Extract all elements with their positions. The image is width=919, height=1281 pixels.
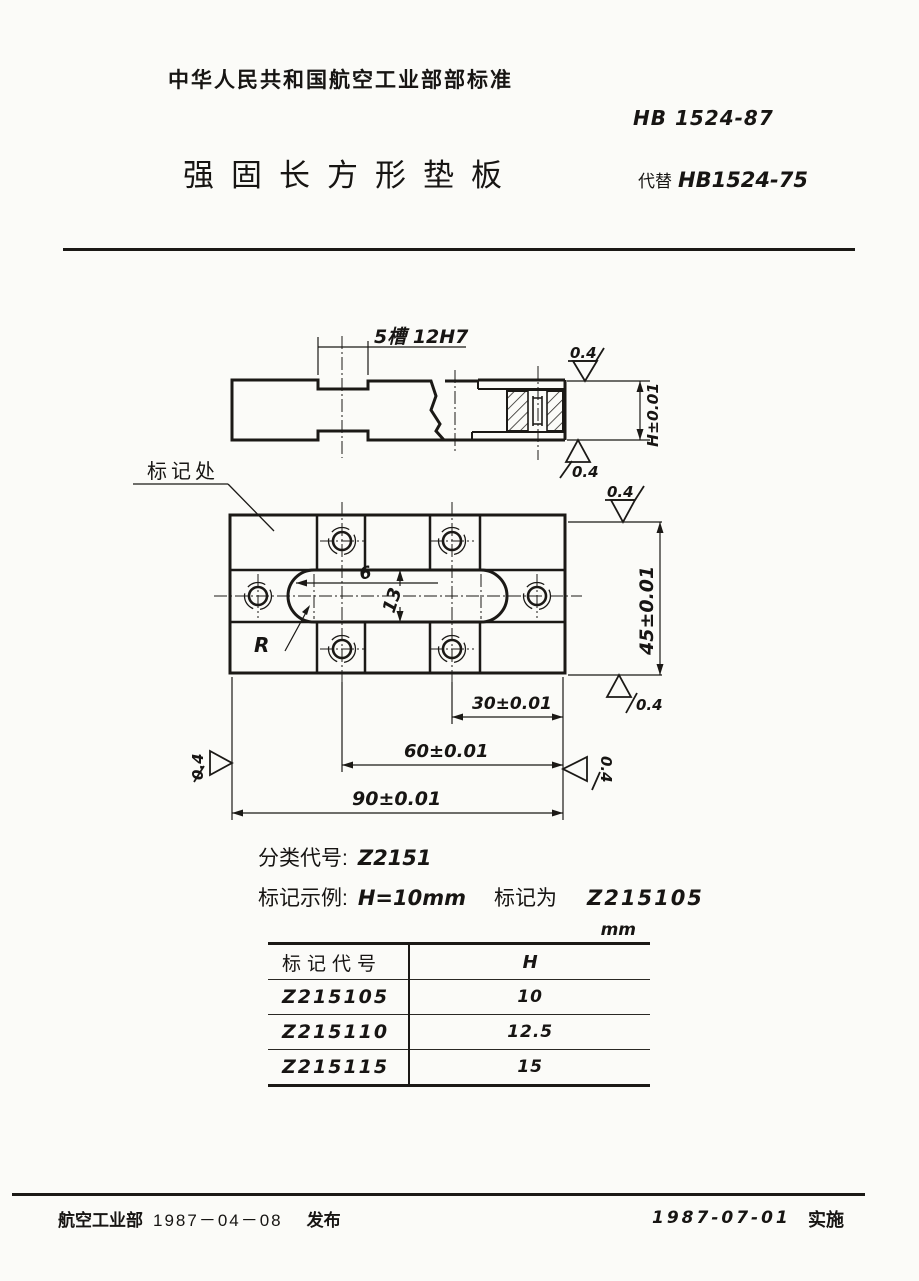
footer-divider <box>12 1193 865 1196</box>
finish-value-plan-right: 0.4 <box>597 756 615 783</box>
size-table: 标记代号 H Z215105 10 Z215110 12.5 Z215115 1… <box>268 942 650 1087</box>
side-view-strips <box>471 380 565 440</box>
radius-label: R <box>254 633 269 657</box>
column-header-code: 标记代号 <box>282 953 383 975</box>
ministry-standard-heading: 中华人民共和国航空工业部部标准 <box>168 69 513 92</box>
slot-height-dim <box>396 570 404 622</box>
example-code: Z215105 <box>587 886 704 910</box>
classification-label: 分类代号: <box>258 847 348 870</box>
plan-view <box>133 483 664 820</box>
marking-example-note: 标记示例: H=10mm 标记为 Z215105 <box>258 882 704 912</box>
break-line <box>430 380 445 441</box>
side-view-centerlines <box>341 336 539 460</box>
slot-label: 5槽 12H7 <box>374 326 469 348</box>
radius-leader <box>284 605 310 652</box>
plan-centerlines <box>214 502 582 688</box>
row-code: Z215105 <box>282 986 390 1008</box>
dim-90-label: 90±0.01 <box>352 788 441 810</box>
dim-30-label: 30±0.01 <box>472 694 552 714</box>
side-view-right-outline <box>444 378 567 442</box>
finish-value-plan-left: 0.4 <box>189 753 207 780</box>
finish-value-side-top: 0.4 <box>570 344 597 362</box>
example-condition: H=10mm <box>357 886 467 910</box>
replaces-number: HB1524-75 <box>678 168 808 192</box>
bottom-dimensions <box>231 677 564 820</box>
marking-label: 标记处 <box>147 460 219 483</box>
table-header-row: 标记代号 H <box>268 943 650 980</box>
slot-width-leader <box>296 579 438 587</box>
dim-13-label: 13 <box>379 585 407 615</box>
footer-issue-info: 航空工业部 1987－04－08 发布 <box>58 1206 341 1231</box>
dim-60-label: 60±0.01 <box>404 741 489 762</box>
marking-spot-leader <box>133 483 275 532</box>
row-h-value: 12.5 <box>507 1022 554 1042</box>
dim-h-label: H±0.01 <box>644 383 662 447</box>
finish-mark-plan-top <box>605 485 645 524</box>
classification-note: 分类代号: Z2151 <box>258 842 432 872</box>
footer-issuer: 航空工业部 <box>58 1211 143 1230</box>
band-lines <box>230 515 565 673</box>
h-dimension <box>567 380 650 441</box>
center-slot-obround <box>286 568 509 624</box>
finish-mark-plan-left <box>193 749 234 783</box>
size-table-container: mm 标记代号 H Z215105 10 Z215110 12.5 Z21511… <box>268 920 650 1087</box>
footer-implementation-label: 实施 <box>808 1210 844 1230</box>
dim-6-label: 6 <box>358 563 374 585</box>
row-h-value: 10 <box>517 987 543 1007</box>
dim-45 <box>568 521 664 676</box>
table-row: Z215105 10 <box>268 979 650 1015</box>
counterbore-hole-profile <box>527 391 548 431</box>
table-unit-label: mm <box>600 920 636 940</box>
column-header-h: H <box>522 951 538 973</box>
finish-mark-plan-bottom-right <box>605 673 638 714</box>
finish-value-side-bottom: 0.4 <box>572 463 599 481</box>
footer-implementation-date: 1987-07-01 <box>652 1208 791 1228</box>
header-divider <box>63 248 855 251</box>
slot-dimension <box>317 337 466 375</box>
row-code: Z215110 <box>282 1021 390 1043</box>
finish-mark-side-bottom <box>559 438 592 479</box>
dim-45-label: 45±0.01 <box>636 566 658 656</box>
side-section-view <box>230 336 650 479</box>
finish-mark-side-top <box>568 347 605 383</box>
finish-value-plan-bottom-right: 0.4 <box>636 696 663 714</box>
replaces-note: 代替 HB1524-75 <box>638 167 808 192</box>
example-label: 标记示例: <box>258 887 348 910</box>
classification-code: Z2151 <box>357 846 432 870</box>
finish-value-plan-top: 0.4 <box>607 483 634 501</box>
standard-number: HB 1524-87 <box>633 106 774 130</box>
replaces-label: 代替 <box>638 172 672 191</box>
footer-issue-label: 发布 <box>306 1211 341 1230</box>
example-mid-label: 标记为 <box>494 887 558 910</box>
table-row: Z215110 12.5 <box>268 1014 650 1050</box>
footer-issue-date: 1987－04－08 <box>153 1211 283 1230</box>
plate-outline <box>228 513 567 675</box>
table-row: Z215115 15 <box>268 1049 650 1086</box>
finish-mark-plan-right <box>560 755 601 791</box>
page-title: 强固长方形垫板 <box>183 158 519 193</box>
row-code: Z215115 <box>282 1056 390 1078</box>
row-h-value: 15 <box>517 1057 543 1077</box>
side-view-left-outline <box>230 378 448 442</box>
